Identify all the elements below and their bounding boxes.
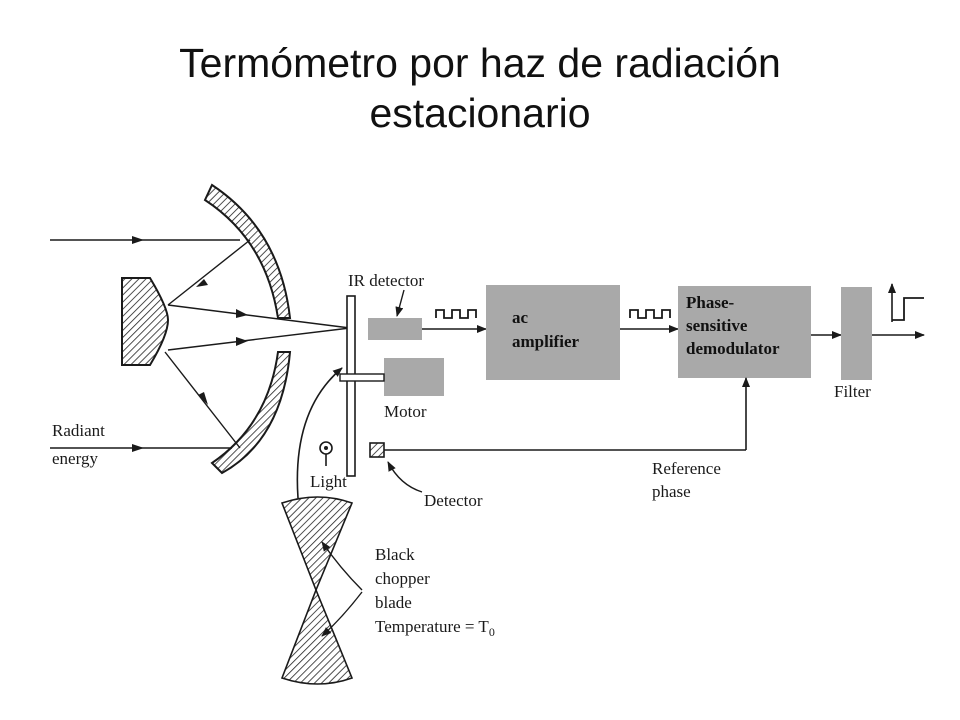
light-filament bbox=[324, 446, 328, 450]
ir-detector-label: IR detector bbox=[348, 271, 424, 290]
focus-ray-1 bbox=[167, 304, 351, 329]
ac-amplifier-label-2: amplifier bbox=[512, 332, 579, 351]
motor-block bbox=[384, 358, 444, 396]
reference-detector bbox=[369, 442, 385, 458]
ray-arrow-bottom bbox=[132, 444, 144, 452]
chopper-callout-bottom bbox=[321, 591, 363, 637]
black-label: Black bbox=[375, 545, 415, 564]
motor-shaft bbox=[339, 373, 385, 382]
ir-detector-pointer bbox=[395, 289, 405, 317]
lower-mirror bbox=[210, 351, 292, 475]
focus-arrow-2 bbox=[236, 337, 248, 346]
detector-pointer bbox=[387, 461, 423, 493]
temperature-label: Temperature = T0 bbox=[375, 617, 495, 639]
reference-label: Reference bbox=[652, 459, 721, 478]
demodulator-label-2: sensitive bbox=[686, 316, 748, 335]
light-label: Light bbox=[310, 472, 347, 491]
ac-amplifier-label-1: ac bbox=[512, 308, 529, 327]
title-line-1: Termómetro por haz de radiación bbox=[179, 40, 781, 86]
ir-detector-block bbox=[368, 318, 422, 340]
temperature-subscript: 0 bbox=[489, 625, 495, 639]
chopper-label: chopper bbox=[375, 569, 430, 588]
focus-arrow-1 bbox=[236, 309, 248, 318]
secondary-mirror bbox=[121, 277, 170, 366]
output-step-signal bbox=[892, 297, 924, 321]
ray-arrow-top bbox=[132, 236, 144, 244]
reflect-arrow-1 bbox=[196, 279, 208, 287]
motor-label: Motor bbox=[384, 402, 427, 421]
energy-label: energy bbox=[52, 449, 98, 468]
reflect-ray-1 bbox=[167, 239, 251, 306]
blade-label: blade bbox=[375, 593, 412, 612]
demodulator-block bbox=[678, 286, 811, 378]
page-title: Termómetro por haz de radiación estacion… bbox=[0, 38, 960, 138]
reflect-ray-2 bbox=[164, 351, 241, 449]
square-wave-1 bbox=[435, 309, 477, 319]
chopper-curve-arrow bbox=[296, 367, 343, 499]
radiant-label: Radiant bbox=[52, 421, 105, 440]
phase-label: phase bbox=[652, 482, 691, 501]
detector-label: Detector bbox=[424, 491, 483, 510]
upper-mirror bbox=[203, 183, 292, 319]
title-line-2: estacionario bbox=[369, 90, 591, 136]
demodulator-label-1: Phase- bbox=[686, 293, 735, 312]
demodulator-label-3: demodulator bbox=[686, 339, 780, 358]
square-wave-2 bbox=[629, 309, 671, 319]
chopper-shaft bbox=[346, 295, 356, 477]
reflect-arrow-2 bbox=[198, 392, 208, 405]
filter-label: Filter bbox=[834, 382, 871, 401]
chopper-blade-top bbox=[280, 496, 354, 593]
ac-amplifier-block bbox=[486, 285, 620, 380]
chopper-callout-top bbox=[321, 541, 363, 591]
focus-ray-2 bbox=[167, 327, 351, 351]
temperature-text: Temperature = T bbox=[375, 617, 489, 636]
filter-block bbox=[841, 287, 872, 380]
chopper-blade-bottom bbox=[280, 587, 354, 685]
